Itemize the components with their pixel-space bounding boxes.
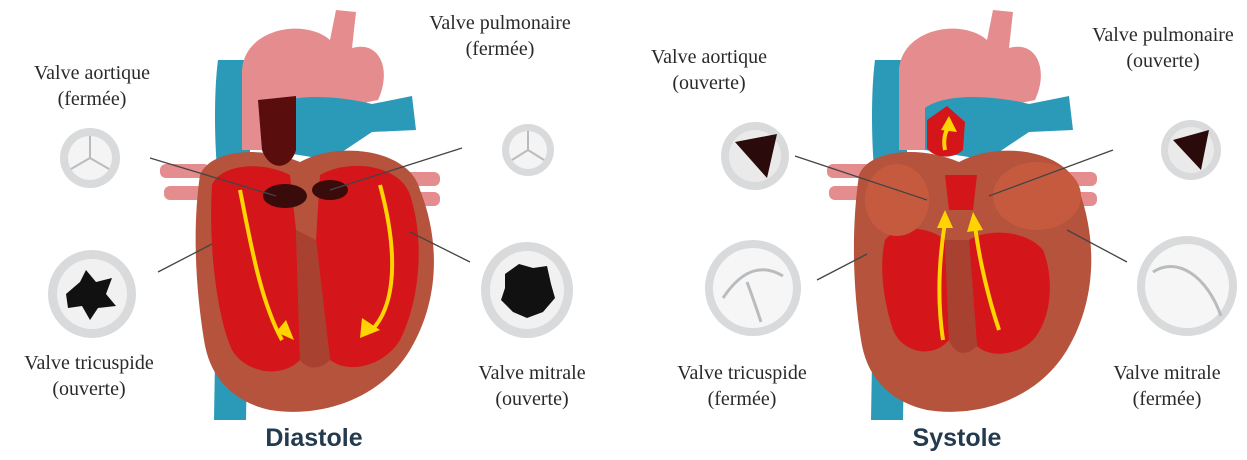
label-state: (ouverte) bbox=[462, 386, 602, 412]
label-pulmonary-valve: Valve pulmonaire (fermée) bbox=[410, 10, 590, 62]
label-state: (ouverte) bbox=[1073, 48, 1247, 74]
tricuspid-valve-icon bbox=[48, 250, 136, 338]
right-atrium bbox=[865, 164, 929, 236]
tricuspid-valve-icon bbox=[705, 240, 801, 336]
diastole-panel: Valve aortique (fermée) Valve pulmonaire… bbox=[0, 0, 620, 460]
label-state: (ouverte) bbox=[6, 376, 172, 402]
label-name: Valve mitrale bbox=[1097, 360, 1237, 386]
caption-systole: Systole bbox=[857, 424, 1057, 453]
pulmonary-valve-icon bbox=[502, 124, 554, 176]
mitral-valve-icon bbox=[481, 242, 573, 338]
pulmonary-valve-icon bbox=[1161, 120, 1221, 180]
label-state: (fermée) bbox=[18, 86, 166, 112]
label-state: (fermée) bbox=[1097, 386, 1237, 412]
label-state: (fermée) bbox=[410, 36, 590, 62]
label-state: (fermée) bbox=[659, 386, 825, 412]
mitral-valve-icon bbox=[1137, 236, 1237, 336]
label-name: Valve pulmonaire bbox=[1073, 22, 1247, 48]
label-name: Valve pulmonaire bbox=[410, 10, 590, 36]
caption-diastole: Diastole bbox=[214, 424, 414, 453]
label-name: Valve aortique bbox=[18, 60, 166, 86]
aortic-valve-icon bbox=[60, 128, 120, 188]
aortic-valve-closed bbox=[263, 184, 307, 208]
label-name: Valve tricuspide bbox=[659, 360, 825, 386]
label-tricuspid-valve: Valve tricuspide (ouverte) bbox=[6, 350, 172, 402]
pulmonary-root bbox=[945, 175, 977, 210]
aortic-valve-icon bbox=[721, 122, 789, 190]
label-name: Valve aortique bbox=[635, 44, 783, 70]
label-pulmonary-valve: Valve pulmonaire (ouverte) bbox=[1073, 22, 1247, 74]
label-name: Valve tricuspide bbox=[6, 350, 172, 376]
left-atrium bbox=[993, 162, 1081, 230]
label-tricuspid-valve: Valve tricuspide (fermée) bbox=[659, 360, 825, 412]
systole-panel: Valve aortique (ouverte) Valve pulmonair… bbox=[627, 0, 1247, 460]
label-mitral-valve: Valve mitrale (fermée) bbox=[1097, 360, 1237, 412]
label-mitral-valve: Valve mitrale (ouverte) bbox=[462, 360, 602, 412]
label-state: (ouverte) bbox=[635, 70, 783, 96]
label-name: Valve mitrale bbox=[462, 360, 602, 386]
label-aortic-valve: Valve aortique (fermée) bbox=[18, 60, 166, 112]
label-aortic-valve: Valve aortique (ouverte) bbox=[635, 44, 783, 96]
